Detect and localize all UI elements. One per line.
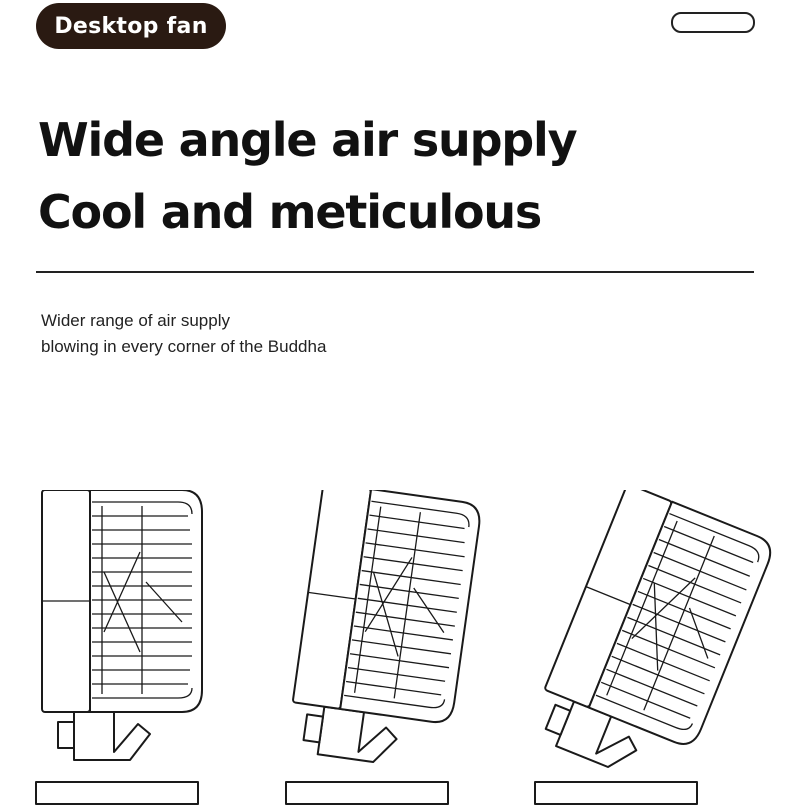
- fan-2-base: [285, 781, 449, 805]
- fan-3-tilted: [525, 490, 777, 795]
- headline: Wide angle air supply Cool and meticulou…: [38, 104, 578, 248]
- fan-illustrations: [35, 490, 777, 805]
- headline-line-1: Wide angle air supply: [38, 113, 578, 167]
- product-category-badge: Desktop fan: [36, 3, 226, 49]
- subtext: Wider range of air supply blowing in eve…: [41, 308, 326, 360]
- decorative-pill-outline: [671, 12, 755, 33]
- headline-line-2: Cool and meticulous: [38, 185, 542, 239]
- badge-label: Desktop fan: [54, 13, 208, 39]
- divider-line: [36, 271, 754, 273]
- subtext-line-2: blowing in every corner of the Buddha: [41, 337, 327, 356]
- fan-2-tilted: [285, 490, 484, 774]
- fan-1-base: [35, 781, 199, 805]
- fan-1-upright: [41, 490, 203, 761]
- fan-3-base: [534, 781, 698, 805]
- subtext-line-1: Wider range of air supply: [41, 311, 230, 330]
